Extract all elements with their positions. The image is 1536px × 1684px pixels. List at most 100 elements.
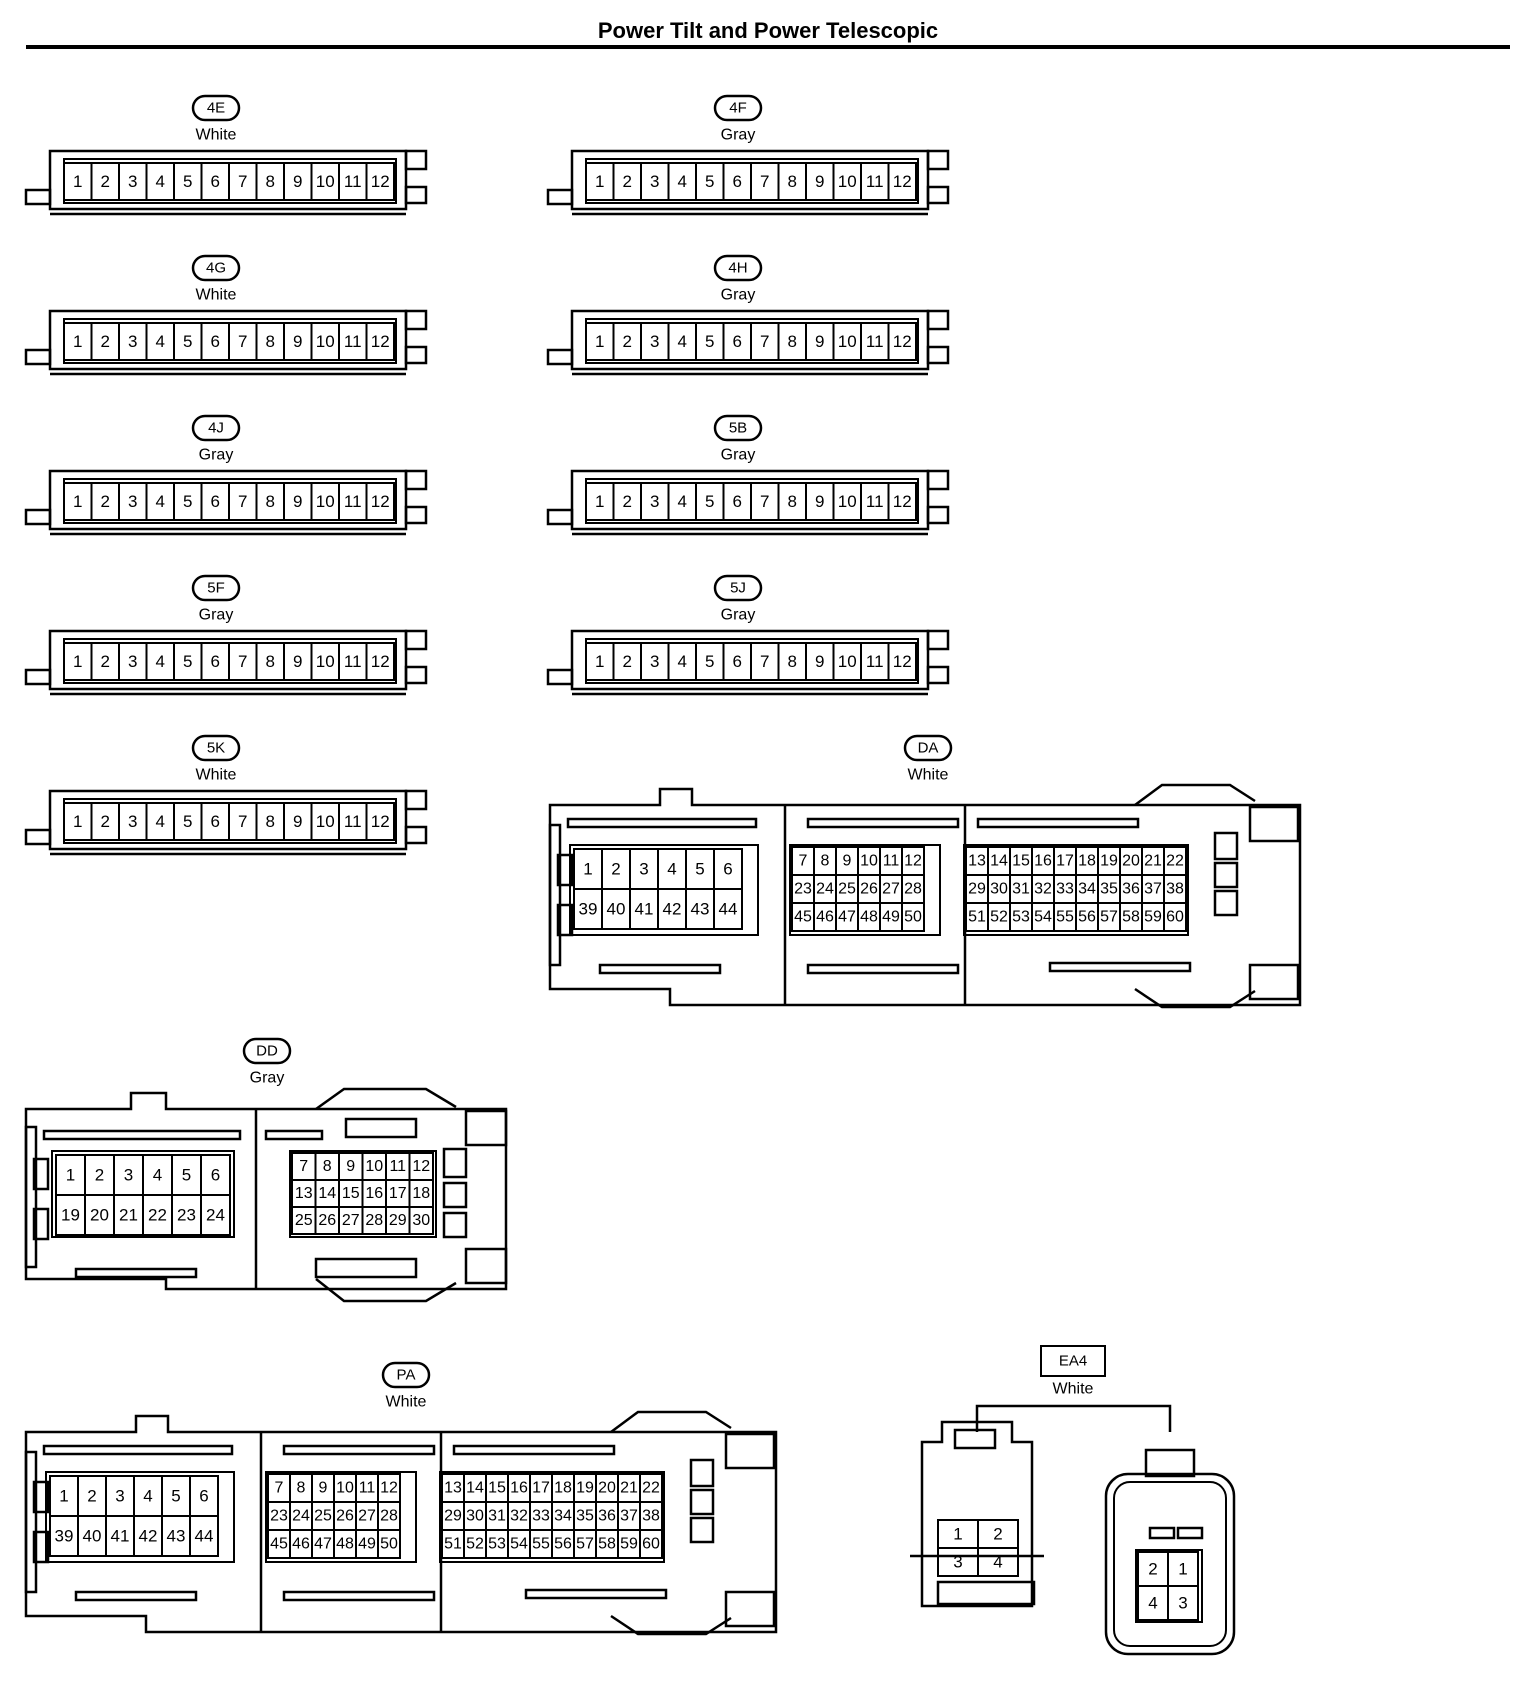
pin-number: 4 xyxy=(156,332,165,351)
pin-number: 25 xyxy=(295,1212,313,1229)
pin-number: 2 xyxy=(101,812,110,831)
pin-number: 30 xyxy=(466,1508,484,1525)
connector-code-badge xyxy=(713,254,763,282)
pin-cavity: 34 xyxy=(1075,874,1099,904)
pin-number: 3 xyxy=(128,652,137,671)
connector-color: White xyxy=(908,767,949,784)
connector-right-latch xyxy=(404,149,428,171)
pin-cavity: 15 xyxy=(338,1179,364,1208)
pin-cavity: 5 xyxy=(161,1475,191,1517)
connector-code: 4J xyxy=(208,420,224,437)
pin-cavity: 45 xyxy=(791,902,815,932)
connector-code-badge xyxy=(713,414,763,442)
pin-number: 21 xyxy=(620,1480,638,1497)
pin-cavity: 22 xyxy=(1163,846,1187,876)
pin-number: 44 xyxy=(719,900,738,919)
pin-number: 13 xyxy=(444,1480,462,1497)
pin-number: 21 xyxy=(119,1206,138,1225)
pin-cavity: 8 xyxy=(255,162,285,201)
pin-cavity: 2 xyxy=(612,162,642,201)
pin-number: 12 xyxy=(371,332,390,351)
pin-number: 10 xyxy=(860,853,878,870)
pin-cell xyxy=(977,1547,1019,1577)
pin-cavity: 8 xyxy=(777,482,807,521)
pin-number: 18 xyxy=(1078,853,1096,870)
housing-slot xyxy=(1048,961,1192,973)
pin-number: 1 xyxy=(1178,1560,1187,1579)
pin-cavity: 12 xyxy=(365,482,395,521)
pin-number: 4 xyxy=(156,172,165,191)
pin-cavity: 12 xyxy=(408,1152,434,1181)
pin-number: 23 xyxy=(794,881,812,898)
pin-number: 22 xyxy=(148,1206,167,1225)
pin-cavity: 1 xyxy=(63,802,93,841)
pin-cavity: 55 xyxy=(1053,902,1077,932)
connector-code: 4G xyxy=(206,260,226,277)
pin-number: 5 xyxy=(705,332,714,351)
pin-cavity: 3 xyxy=(1167,1585,1199,1621)
pin-number: 32 xyxy=(510,1508,528,1525)
pin-number: 1 xyxy=(59,1487,68,1506)
pin-cavity: 37 xyxy=(1141,874,1165,904)
housing-slot xyxy=(282,1444,436,1456)
pin-cavity: 23 xyxy=(171,1194,202,1236)
pin-frame xyxy=(289,1150,437,1238)
housing-slot xyxy=(976,817,1140,829)
pin-number: 12 xyxy=(893,652,912,671)
pin-cavity: 9 xyxy=(805,642,835,681)
pin-number: 2 xyxy=(87,1487,96,1506)
pin-cavity: 4 xyxy=(1137,1585,1169,1621)
pin-cavity: 50 xyxy=(377,1529,401,1559)
pin-frame xyxy=(439,1471,665,1563)
housing-left-rail xyxy=(548,823,562,967)
pin-number: 49 xyxy=(358,1536,376,1553)
pin-number: 39 xyxy=(55,1527,74,1546)
pin-cavity: 2 xyxy=(977,1519,1019,1549)
pin-cavity: 19 xyxy=(1097,846,1121,876)
pin-number: 56 xyxy=(1078,909,1096,926)
connector-left-tab xyxy=(546,508,574,526)
pin-cavity: 60 xyxy=(1163,902,1187,932)
pin-number: 7 xyxy=(299,1158,308,1175)
pin-number: 4 xyxy=(156,812,165,831)
pin-cavity: 29 xyxy=(441,1501,465,1531)
pin-cavity: 7 xyxy=(750,162,780,201)
pin-number: 11 xyxy=(344,172,362,191)
pin-number: 2 xyxy=(623,172,632,191)
pin-cavity: 11 xyxy=(338,642,368,681)
pin-number: 3 xyxy=(650,652,659,671)
pin-number: 33 xyxy=(1056,881,1074,898)
pin-number: 7 xyxy=(238,492,247,511)
pin-number: 5 xyxy=(171,1487,180,1506)
pin-number: 54 xyxy=(1034,909,1052,926)
pin-cell xyxy=(1163,902,1187,932)
connector-code-badge xyxy=(242,1037,292,1065)
pin-cavity: 15 xyxy=(1009,846,1033,876)
connector-housing xyxy=(24,1091,508,1291)
pin-number: 4 xyxy=(678,652,687,671)
pin-number: 2 xyxy=(623,652,632,671)
pin-number: 27 xyxy=(358,1508,376,1525)
pin-cavity: 44 xyxy=(713,888,743,930)
pin-cavity: 6 xyxy=(722,642,752,681)
pin-number: 25 xyxy=(314,1508,332,1525)
pin-cavity: 34 xyxy=(551,1501,575,1531)
pin-cavity: 24 xyxy=(813,874,837,904)
pin-cavity: 19 xyxy=(573,1473,597,1503)
connector-right-latch xyxy=(926,665,950,685)
pin-number: 19 xyxy=(576,1480,594,1497)
pin-number: 47 xyxy=(314,1536,332,1553)
pin-cavity: 4 xyxy=(145,162,175,201)
pin-cavity: 24 xyxy=(289,1501,313,1531)
pin-number: 11 xyxy=(359,1480,376,1497)
pin-number: 14 xyxy=(318,1185,336,1202)
pin-cavity: 18 xyxy=(1075,846,1099,876)
pin-cavity: 5 xyxy=(685,848,715,890)
connector-right-latch xyxy=(404,469,428,491)
pin-number: 52 xyxy=(466,1536,484,1553)
pin-number: 8 xyxy=(266,492,275,511)
pin-number: 19 xyxy=(61,1206,80,1225)
pin-number: 4 xyxy=(153,1166,162,1185)
